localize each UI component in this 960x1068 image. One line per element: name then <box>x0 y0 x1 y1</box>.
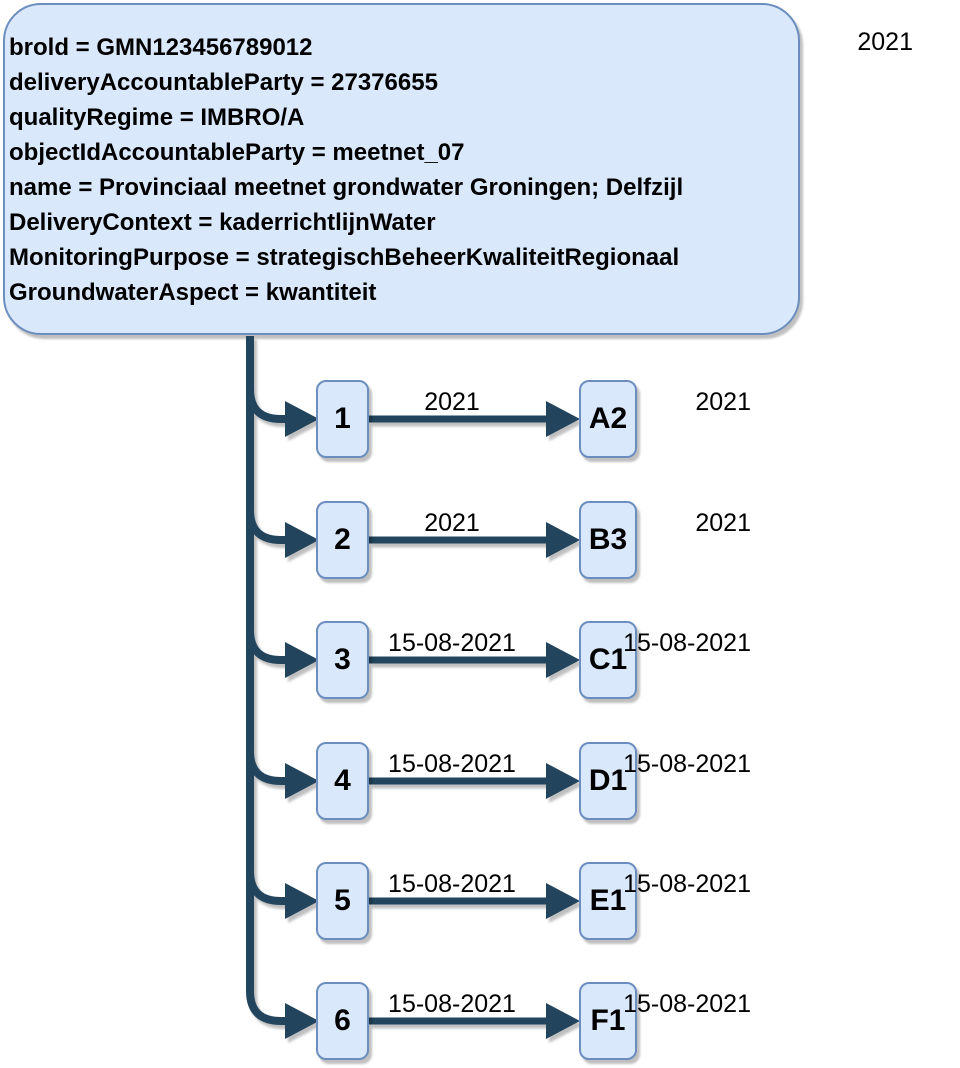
tube-number-node: 6 <box>316 982 369 1060</box>
measuring-point-node: F1 <box>579 982 637 1060</box>
root-attribute-line: deliveryAccountableParty = 27376655 <box>9 69 438 96</box>
branch-edge <box>246 629 286 664</box>
edge-start-date-label: 2021 <box>424 388 480 416</box>
edge-start-date-label: 15-08-2021 <box>388 870 516 898</box>
row-start-date-label: 2021 <box>695 509 751 537</box>
measuring-point-node: E1 <box>579 862 637 940</box>
edge-start-date-label: 15-08-2021 <box>388 629 516 657</box>
row-start-date-label: 15-08-2021 <box>623 990 751 1018</box>
tube-number-node: 4 <box>316 742 369 820</box>
membership-arrowhead-icon <box>546 763 580 799</box>
measuring-point-node: B3 <box>579 501 637 579</box>
branch-arrowhead-icon <box>285 642 319 678</box>
membership-arrowhead-icon <box>546 883 580 919</box>
branch-edge <box>246 388 286 423</box>
branch-arrowhead-icon <box>285 401 319 437</box>
measuring-point-node: D1 <box>579 742 637 820</box>
branch-edge <box>246 870 286 905</box>
edge-start-date-label: 15-08-2021 <box>388 990 516 1018</box>
tube-number-node: 1 <box>316 380 369 458</box>
branch-arrowhead-icon <box>285 883 319 919</box>
edge-start-date-label: 2021 <box>424 509 480 537</box>
branch-arrowhead-icon <box>285 1003 319 1039</box>
membership-arrowhead-icon <box>546 401 580 437</box>
root-attribute-line: MonitoringPurpose = strategischBeheerKwa… <box>9 244 680 271</box>
membership-arrowhead-icon <box>546 1003 580 1039</box>
root-attribute-line: objectIdAccountableParty = meetnet_07 <box>9 139 465 166</box>
branch-arrowhead-icon <box>285 522 319 558</box>
membership-arrowhead-icon <box>546 522 580 558</box>
tube-number-node: 3 <box>316 621 369 699</box>
row-start-date-label: 15-08-2021 <box>623 750 751 778</box>
membership-arrowhead-icon <box>546 642 580 678</box>
branch-arrowhead-icon <box>285 763 319 799</box>
tube-number-node: 2 <box>316 501 369 579</box>
edge-start-date-label: 15-08-2021 <box>388 750 516 778</box>
row-start-date-label: 15-08-2021 <box>623 629 751 657</box>
branch-edge <box>246 990 286 1025</box>
root-attribute-line: GroundwaterAspect = kwantiteit <box>9 279 377 306</box>
root-attribute-line: brold = GMN123456789012 <box>9 34 313 61</box>
root-attribute-line: DeliveryContext = kaderrichtlijnWater <box>9 209 436 236</box>
measuring-point-node: C1 <box>579 621 637 699</box>
measuring-point-node: A2 <box>579 380 637 458</box>
gmn-start-year-label: 2021 <box>857 28 913 56</box>
branch-edge <box>246 750 286 785</box>
tube-number-node: 5 <box>316 862 369 940</box>
root-attribute-line: name = Provinciaal meetnet grondwater Gr… <box>9 174 684 201</box>
row-start-date-label: 2021 <box>695 388 751 416</box>
branch-edge <box>246 509 286 544</box>
gmn-root-node: brold = GMN123456789012 deliveryAccountab… <box>3 3 800 335</box>
row-start-date-label: 15-08-2021 <box>623 870 751 898</box>
root-attribute-line: qualityRegime = IMBRO/A <box>9 104 305 131</box>
